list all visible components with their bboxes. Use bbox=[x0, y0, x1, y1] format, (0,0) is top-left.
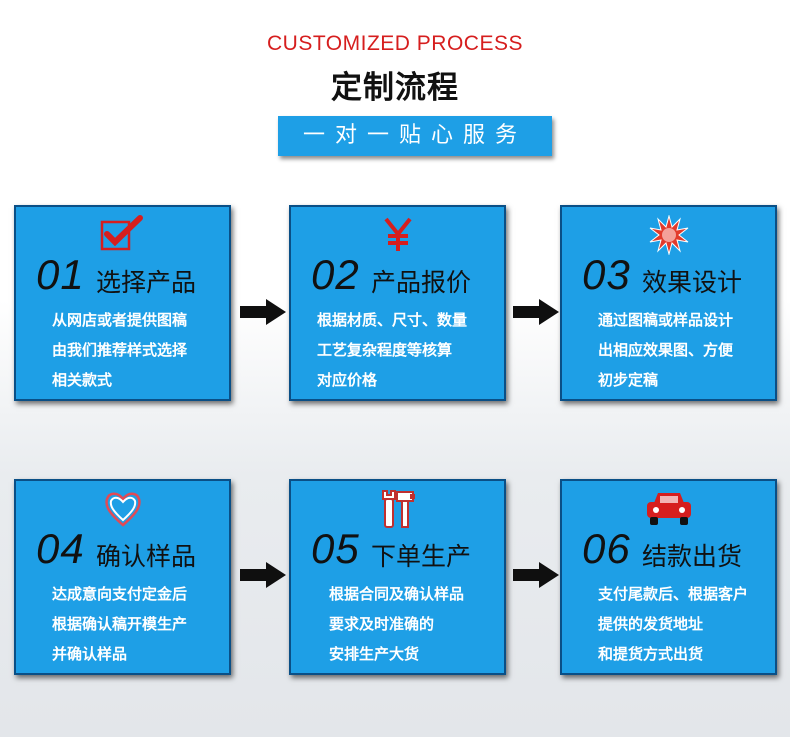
step-desc-line: 通过图稿或样品设计 bbox=[598, 311, 734, 329]
step-description: 根据材质、尺寸、数量 工艺复杂程度等核算 对应价格 bbox=[317, 305, 492, 395]
page-title: 定制流程 bbox=[331, 70, 459, 106]
yen-icon bbox=[291, 215, 504, 255]
service-ribbon: 一对一贴心服务 bbox=[278, 116, 552, 156]
step-desc-line: 对应价格 bbox=[317, 371, 378, 389]
step-desc-line: 从网店或者提供图稿 bbox=[52, 311, 188, 329]
step-card-05: 05 下单生产 根据合同及确认样品 要求及时准确的 安排生产大货 bbox=[289, 479, 506, 675]
step-number: 06 bbox=[582, 525, 631, 572]
step-title: 结款出货 bbox=[642, 542, 743, 571]
step-number: 05 bbox=[311, 525, 360, 572]
arrow-right-icon bbox=[513, 562, 559, 588]
step-title: 选择产品 bbox=[96, 268, 197, 297]
step-title: 效果设计 bbox=[642, 268, 743, 297]
step-desc-line: 并确认样品 bbox=[52, 645, 128, 663]
step-description: 根据合同及确认样品 要求及时准确的 安排生产大货 bbox=[329, 579, 504, 669]
step-title: 确认样品 bbox=[96, 542, 197, 571]
arrow-right-icon bbox=[513, 299, 559, 325]
step-desc-line: 和提货方式出货 bbox=[598, 645, 704, 663]
car-icon bbox=[562, 489, 775, 529]
step-desc-line: 根据确认稿开模生产 bbox=[52, 615, 188, 633]
step-desc-line: 出相应效果图、方便 bbox=[598, 341, 734, 359]
step-title: 产品报价 bbox=[371, 268, 472, 297]
step-desc-line: 要求及时准确的 bbox=[329, 615, 435, 633]
arrow-right-icon bbox=[240, 299, 286, 325]
step-number: 02 bbox=[311, 251, 360, 298]
step-number: 01 bbox=[36, 251, 85, 298]
step-desc-line: 根据合同及确认样品 bbox=[329, 585, 465, 603]
step-desc-line: 初步定稿 bbox=[598, 371, 659, 389]
tools-icon bbox=[291, 489, 504, 529]
heart-icon bbox=[16, 489, 229, 529]
step-description: 支付尾款后、根据客户 提供的发货地址 和提货方式出货 bbox=[598, 579, 773, 669]
step-title: 下单生产 bbox=[371, 542, 472, 571]
step-description: 通过图稿或样品设计 出相应效果图、方便 初步定稿 bbox=[598, 305, 773, 395]
english-title: CUSTOMIZED PROCESS bbox=[267, 32, 523, 55]
step-desc-line: 相关款式 bbox=[52, 371, 113, 389]
step-desc-line: 安排生产大货 bbox=[329, 645, 420, 663]
step-description: 达成意向支付定金后 根据确认稿开模生产 并确认样品 bbox=[52, 579, 227, 669]
step-desc-line: 根据材质、尺寸、数量 bbox=[317, 311, 468, 329]
step-card-02: 02 产品报价 根据材质、尺寸、数量 工艺复杂程度等核算 对应价格 bbox=[289, 205, 506, 401]
step-card-06: 06 结款出货 支付尾款后、根据客户 提供的发货地址 和提货方式出货 bbox=[560, 479, 777, 675]
step-number: 03 bbox=[582, 251, 631, 298]
step-card-03: 03 效果设计 通过图稿或样品设计 出相应效果图、方便 初步定稿 bbox=[560, 205, 777, 401]
step-number: 04 bbox=[36, 525, 85, 572]
step-description: 从网店或者提供图稿 由我们推荐样式选择 相关款式 bbox=[52, 305, 227, 395]
step-card-04: 04 确认样品 达成意向支付定金后 根据确认稿开模生产 并确认样品 bbox=[14, 479, 231, 675]
step-desc-line: 工艺复杂程度等核算 bbox=[317, 341, 453, 359]
step-desc-line: 达成意向支付定金后 bbox=[52, 585, 188, 603]
step-desc-line: 由我们推荐样式选择 bbox=[52, 341, 188, 359]
arrow-right-icon bbox=[240, 562, 286, 588]
step-desc-line: 提供的发货地址 bbox=[598, 615, 704, 633]
step-card-01: 01 选择产品 从网店或者提供图稿 由我们推荐样式选择 相关款式 bbox=[14, 205, 231, 401]
starburst-icon bbox=[562, 215, 775, 255]
step-desc-line: 支付尾款后、根据客户 bbox=[598, 585, 749, 603]
checkmark-icon bbox=[16, 215, 229, 255]
